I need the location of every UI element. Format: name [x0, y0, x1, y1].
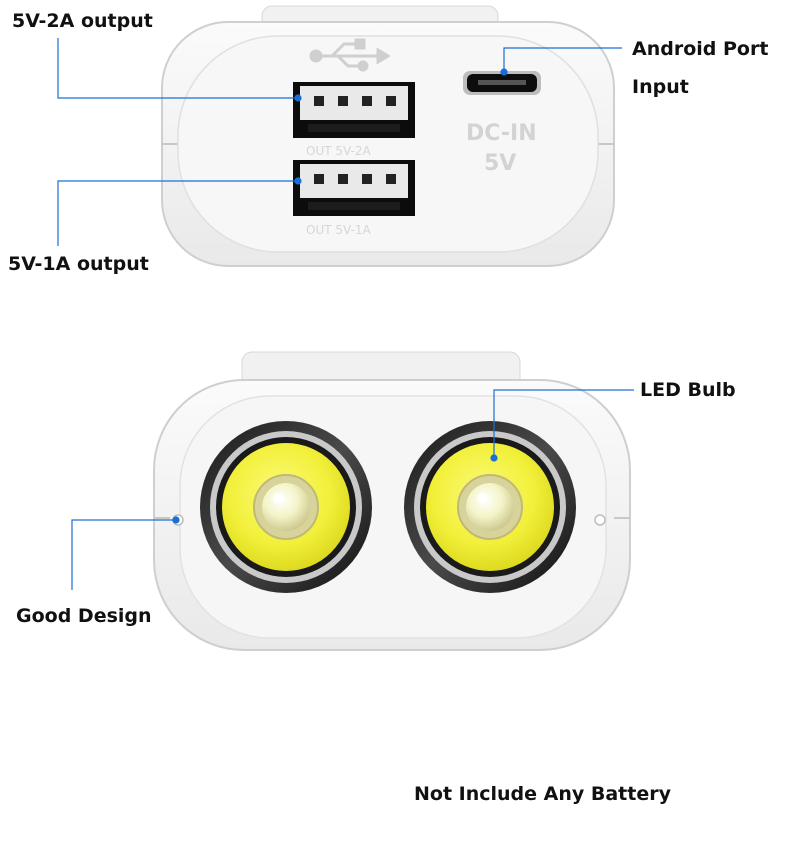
led-lamp-icon — [200, 421, 372, 593]
device-bottom — [153, 351, 631, 651]
usb-a-port-icon — [293, 82, 415, 138]
port-out-1a-engraving: OUT 5V-1A — [306, 223, 371, 237]
callout-line-1a — [57, 180, 298, 246]
label-5v-2a-output: 5V-2A output — [12, 10, 153, 32]
port-out-2a-engraving: OUT 5V-2A — [306, 144, 371, 158]
label-5v-1a-output: 5V-1A output — [8, 253, 149, 275]
device-top: OUT 5V-2A OUT 5V-1A DC-IN 5V — [161, 5, 615, 267]
usb-icon — [309, 38, 391, 72]
callout-line-2a — [57, 38, 298, 99]
label-input: Input — [632, 76, 689, 98]
callout-line-design — [71, 519, 176, 590]
led-lamp-icon — [404, 421, 576, 593]
callout-line-android — [503, 47, 622, 72]
label-good-design: Good Design — [16, 605, 152, 627]
usb-a-port-icon — [293, 160, 415, 216]
label-no-battery: Not Include Any Battery — [414, 783, 671, 805]
label-android-port: Android Port — [632, 38, 769, 60]
dc-in-engraving: DC-IN — [466, 121, 537, 146]
label-led-bulb: LED Bulb — [640, 379, 736, 401]
micro-usb-port-icon — [463, 71, 541, 95]
callout-line-led — [493, 389, 634, 458]
callout-lines — [57, 38, 634, 590]
dc-volt-engraving: 5V — [484, 151, 516, 176]
